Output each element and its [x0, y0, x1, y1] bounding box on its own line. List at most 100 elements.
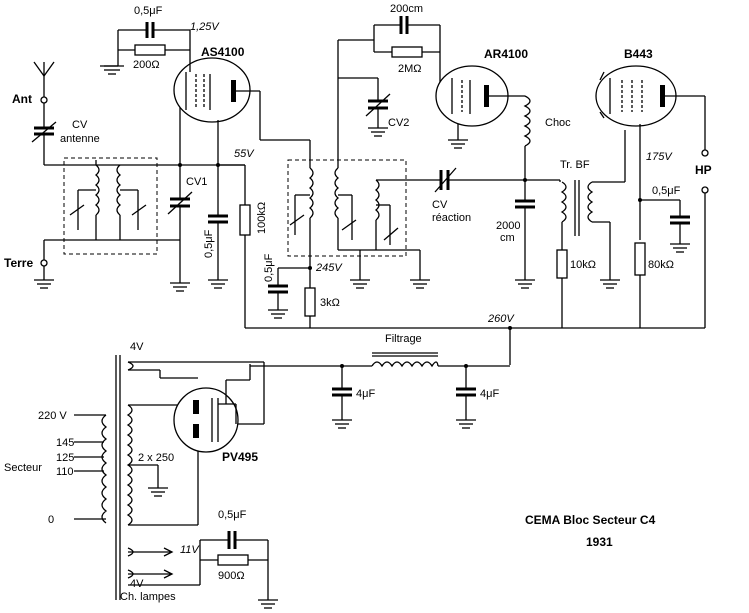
label-r-100k: 100kΩ: [256, 202, 268, 234]
cv2-capacitor: [365, 93, 391, 117]
choc-inductor: [523, 95, 531, 147]
label-r-900: 900Ω: [218, 570, 245, 582]
label-v-125: 1,25V: [190, 21, 220, 33]
terre-terminal: [40, 259, 48, 267]
c-filt1-capacitor: [332, 387, 352, 397]
r-80k-resistor: [634, 242, 646, 276]
label-c-filt2: 4μF: [480, 388, 499, 400]
label-tap-145: 145: [56, 437, 74, 449]
label-winding-4v-bottom: 4V: [130, 578, 144, 590]
label-c-dec2: 0,5μF: [263, 253, 275, 282]
ground-symbol-dec1: [208, 279, 228, 289]
label-tap-220: 220 V: [38, 410, 67, 422]
ground-symbol-ar: [448, 139, 468, 149]
label-terre: Terre: [4, 256, 33, 270]
input-coil-2: [116, 164, 147, 240]
label-tube-b443: B443: [624, 47, 653, 61]
label-tube-ar4100: AR4100: [484, 47, 528, 61]
ground-symbol-bias: [258, 599, 278, 609]
ground-symbol-det2: [350, 279, 370, 289]
ground-symbol-filt2: [456, 419, 476, 429]
filtrage-choke: [371, 352, 439, 368]
c-dec1-capacitor: [208, 214, 228, 224]
label-choc: Choc: [545, 117, 571, 129]
ground-symbol-trbf: [600, 279, 620, 289]
r-100k-resistor: [239, 204, 251, 236]
label-winding-4v-top: 4V: [130, 341, 144, 353]
cv1-capacitor: [167, 191, 193, 215]
c-det-capacitor: [399, 16, 409, 34]
label-c-2000-1: 2000: [496, 220, 520, 232]
label-c-grid: 0,5μF: [134, 5, 163, 17]
c-filt2-capacitor: [456, 387, 476, 397]
label-tap-125: 125: [56, 452, 74, 464]
ground-symbol-2000: [515, 279, 535, 289]
cv-reaction-capacitor: [434, 167, 457, 193]
c-2000-capacitor: [515, 199, 535, 209]
label-r-80k: 80kΩ: [648, 259, 674, 271]
label-filtrage: Filtrage: [385, 333, 422, 345]
tube-as4100: [173, 57, 251, 123]
label-cv-antenne-1: CV: [72, 119, 88, 131]
label-r-10k: 10kΩ: [570, 259, 596, 271]
label-cv-reaction-1: CV: [432, 199, 448, 211]
tube-b443: [595, 65, 677, 127]
label-c-bias: 0,5μF: [218, 509, 247, 521]
label-tube-pv495: PV495: [222, 450, 258, 464]
r-3k-resistor: [304, 287, 316, 317]
label-winding-11v: 11V: [180, 544, 200, 556]
ground-symbol-dec2: [268, 309, 288, 319]
label-tr-bf: Tr. BF: [560, 159, 590, 171]
r-grid-resistor: [134, 44, 166, 56]
label-v-245: 245V: [315, 262, 343, 274]
ground-symbol-out: [670, 243, 690, 253]
tube-pv495: [173, 387, 239, 453]
label-hp: HP: [695, 163, 712, 177]
label-ant: Ant: [12, 92, 32, 106]
ground-symbol-cv2: [368, 127, 388, 137]
label-c-dec1: 0,5μF: [203, 229, 215, 258]
input-coil-box: [63, 157, 158, 255]
hp-terminal-2: [701, 186, 709, 194]
c-bias-capacitor: [227, 531, 237, 549]
label-winding-2x250: 2 x 250: [138, 452, 174, 464]
antenna-symbol: [33, 61, 55, 104]
ground-symbol-cv1: [170, 282, 190, 292]
label-r-det: 2MΩ: [398, 63, 422, 75]
label-r-3k: 3kΩ: [320, 297, 340, 309]
label-v-260: 260V: [487, 313, 515, 325]
label-c-filt1: 4μF: [356, 388, 375, 400]
label-r-grid: 200Ω: [133, 59, 160, 71]
label-cv1: CV1: [186, 176, 207, 188]
label-v-175: 175V: [646, 151, 673, 163]
r-det-resistor: [391, 46, 423, 58]
c-dec2-capacitor: [268, 284, 288, 294]
label-cv-antenne-2: antenne: [60, 133, 100, 145]
power-transformer: [101, 355, 134, 600]
ground-symbol-terre: [34, 279, 54, 289]
detector-coil-box: [287, 159, 407, 257]
label-cv2: CV2: [388, 117, 409, 129]
detector-coil-1: [289, 167, 314, 268]
r-900-resistor: [217, 554, 249, 566]
input-coil-1: [69, 160, 100, 240]
label-ch-lampes: Ch. lampes: [120, 591, 176, 603]
c-grid-capacitor: [145, 22, 155, 38]
label-v-55: 55V: [234, 148, 255, 160]
label-c-2000-2: cm: [500, 232, 515, 244]
cv-antenna-capacitor: [31, 121, 57, 143]
label-c-out: 0,5μF: [652, 185, 681, 197]
ground-symbol-grid: [100, 65, 124, 75]
hp-terminal-1: [701, 149, 709, 157]
label-cv-reaction-2: réaction: [432, 212, 471, 224]
r-10k-resistor: [556, 249, 568, 279]
label-tube-as4100: AS4100: [201, 45, 245, 59]
label-c-det: 200cm: [390, 3, 423, 15]
label-tap-0: 0: [48, 514, 54, 526]
detector-coil-3: [374, 179, 399, 250]
ground-symbol-det: [410, 279, 430, 289]
ground-symbol-filt1: [332, 419, 352, 429]
tr-bf-transformer: [560, 180, 594, 236]
